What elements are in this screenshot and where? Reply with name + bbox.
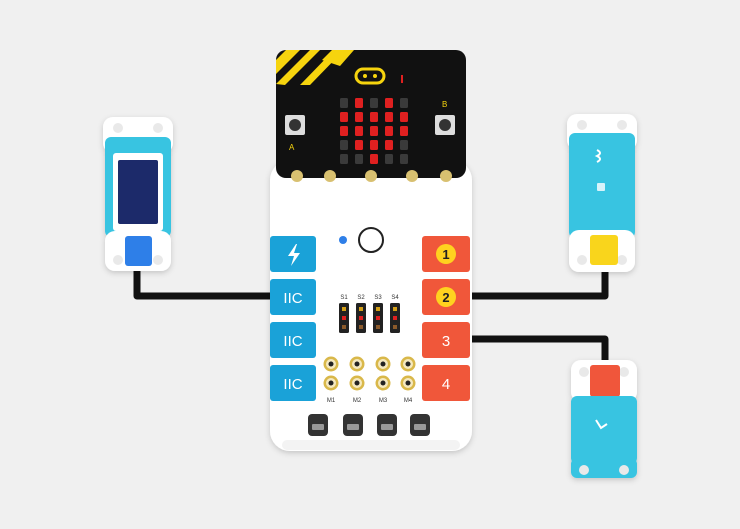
led-pixel	[340, 154, 348, 164]
button-module-led	[597, 183, 605, 191]
motor-jack[interactable]	[400, 375, 416, 391]
led-pixel	[385, 112, 393, 122]
led-pixel	[340, 112, 348, 122]
led-pixel	[355, 154, 363, 164]
led-pixel	[385, 154, 393, 164]
cable-oled-to-iic	[133, 265, 272, 300]
oled-module-connector	[125, 236, 152, 266]
motor-label: M1	[327, 398, 336, 404]
servo-label: S3	[374, 295, 382, 301]
led-pixel	[400, 112, 408, 122]
right-port-label: 3	[442, 333, 450, 350]
left-port-1[interactable]	[270, 236, 316, 272]
microbit-stripe	[276, 50, 300, 74]
right-port-label: 2	[442, 290, 449, 305]
left-port-3[interactable]: IIC	[270, 322, 316, 358]
motor-jack[interactable]	[375, 375, 391, 391]
led-pixel	[400, 126, 408, 136]
led-pixel	[400, 98, 408, 108]
button-module-logo-icon	[594, 149, 601, 163]
servo-header-s4[interactable]: S4	[390, 295, 400, 333]
led-pixel	[400, 154, 408, 164]
right-port-label: 4	[442, 376, 450, 393]
motor-label: M3	[379, 398, 388, 404]
left-port-label: IIC	[283, 290, 302, 307]
led-pixel	[370, 112, 378, 122]
sensor-module-logo-icon	[595, 419, 608, 430]
reset-button[interactable]	[358, 227, 384, 253]
servo-header-s1[interactable]: S1	[339, 295, 349, 333]
motor-jack[interactable]	[323, 375, 339, 391]
bottom-sockets	[308, 414, 430, 436]
left-port-label: IIC	[283, 333, 302, 350]
motor-jack[interactable]	[375, 356, 391, 372]
servo-header-s2[interactable]: S2	[356, 295, 366, 333]
motor-label: M2	[353, 398, 362, 404]
right-port-group: 1 2 3 4	[422, 236, 470, 401]
port-number-circle	[436, 287, 456, 307]
board-body	[270, 160, 472, 451]
led-matrix	[340, 98, 408, 164]
motor-jack[interactable]	[400, 356, 416, 372]
led-pixel	[385, 98, 393, 108]
servo-label: S2	[357, 295, 365, 301]
left-port-2[interactable]: IIC	[270, 279, 316, 315]
motor-label: M4	[404, 398, 413, 404]
motor-jacks: M1 M2 M3 M4	[323, 356, 416, 404]
microphone-icon	[401, 75, 403, 83]
cable-sensor-to-port3	[472, 335, 609, 366]
microbit-label-a: A	[289, 143, 295, 152]
servo-headers: S1 S2 S3 S4	[339, 295, 400, 333]
port-number-circle	[436, 244, 456, 264]
power-led	[339, 236, 347, 244]
led-pixel	[340, 98, 348, 108]
motor-jack[interactable]	[349, 356, 365, 372]
led-pixel	[355, 98, 363, 108]
led-pixel	[355, 126, 363, 136]
servo-label: S1	[340, 295, 348, 301]
microbit-logo-icon	[354, 67, 386, 85]
microbit: A B	[276, 50, 466, 182]
right-port-4[interactable]: 4	[422, 365, 470, 401]
button-module	[567, 114, 637, 272]
left-port-4[interactable]: IIC	[270, 365, 316, 401]
lightning-icon	[288, 244, 300, 266]
servo-header-s3[interactable]: S3	[373, 295, 383, 333]
led-pixel	[385, 126, 393, 136]
led-pixel	[340, 140, 348, 150]
sensor-module	[571, 360, 637, 478]
right-port-2[interactable]: 2	[422, 279, 470, 315]
led-pixel	[355, 112, 363, 122]
motor-jack[interactable]	[323, 356, 339, 372]
sensor-module-body	[571, 396, 637, 464]
microbit-label-b: B	[442, 100, 447, 109]
led-pixel	[370, 140, 378, 150]
led-pixel	[355, 140, 363, 150]
led-pixel	[385, 140, 393, 150]
sensor-module-connector	[590, 365, 620, 397]
led-pixel	[340, 126, 348, 136]
left-port-group: IIC IIC IIC	[270, 236, 316, 401]
motor-jack[interactable]	[349, 375, 365, 391]
led-pixel	[400, 140, 408, 150]
oled-screen	[118, 160, 158, 224]
left-port-label: IIC	[283, 376, 302, 393]
button-module-connector	[590, 235, 618, 265]
oled-module	[103, 117, 173, 271]
servo-label: S4	[391, 295, 399, 301]
expansion-board: A B IIC IIC IIC 1 2 3 4 S1 S2 S3 S4 M1 M2 M3 M4	[270, 50, 472, 451]
microbit-edge-pads	[291, 170, 452, 182]
right-port-label: 1	[442, 247, 449, 262]
led-pixel	[370, 154, 378, 164]
led-pixel	[370, 126, 378, 136]
right-port-1[interactable]: 1	[422, 236, 470, 272]
led-pixel	[370, 98, 378, 108]
right-port-3[interactable]: 3	[422, 322, 470, 358]
